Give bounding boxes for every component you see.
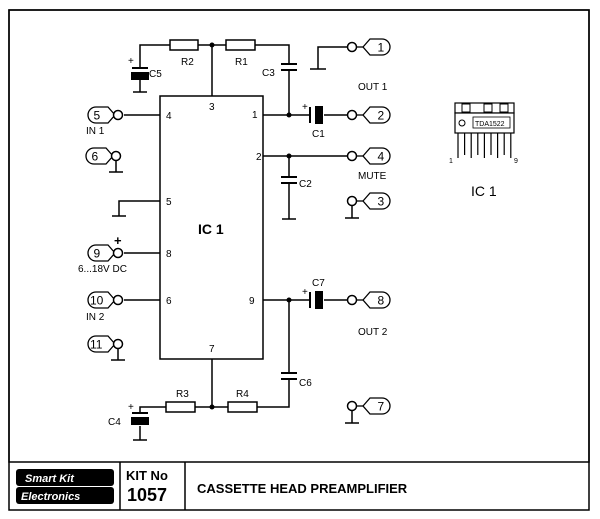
schematic-title: CASSETTE HEAD PREAMPLIFIER bbox=[197, 481, 408, 496]
capacitor-c2 bbox=[281, 176, 297, 190]
supply-plus: + bbox=[114, 233, 122, 248]
kit-label: KIT No bbox=[126, 468, 168, 483]
terminal-4: 4 bbox=[346, 147, 391, 165]
terminal-number: 5 bbox=[94, 109, 101, 123]
terminal-5: 5 bbox=[87, 106, 124, 124]
resistor-r1 bbox=[225, 39, 256, 51]
terminal-3: 3 bbox=[346, 192, 391, 210]
label-c3: C3 bbox=[262, 68, 275, 79]
ic-pin-4: 4 bbox=[166, 111, 172, 122]
capacitor-c7 bbox=[309, 291, 323, 309]
package-chip-name: TDA1522 bbox=[475, 121, 505, 128]
terminal-6: 6 bbox=[85, 147, 122, 165]
title-block: Smart Kit Electronics KIT No 1057 CASSET… bbox=[16, 462, 408, 510]
ic-pin-6: 6 bbox=[166, 296, 172, 307]
label-out1: OUT 1 bbox=[358, 82, 388, 93]
wiring bbox=[109, 44, 359, 441]
ic-pin-9: 9 bbox=[249, 296, 255, 307]
ic-pin-3: 3 bbox=[209, 102, 215, 113]
terminal-number: 3 bbox=[378, 195, 385, 209]
polarity-c7: + bbox=[302, 287, 308, 298]
junctions bbox=[209, 42, 292, 410]
drawing-frame bbox=[8, 9, 590, 463]
brand-line-1: Smart Kit bbox=[25, 473, 75, 485]
ic-main-label: IC 1 bbox=[198, 221, 224, 237]
resistor-r4 bbox=[227, 401, 258, 413]
resistor-r3 bbox=[165, 401, 196, 413]
polarity-c1: + bbox=[302, 102, 308, 113]
ic-pin-7: 7 bbox=[209, 344, 215, 355]
label-r1: R1 bbox=[235, 57, 248, 68]
label-c5: C5 bbox=[149, 69, 162, 80]
terminal-8: 8 bbox=[346, 291, 391, 309]
label-c1: C1 bbox=[312, 129, 325, 140]
ic-pin-5: 5 bbox=[166, 197, 172, 208]
label-mute: MUTE bbox=[358, 171, 387, 182]
label-c2: C2 bbox=[299, 179, 312, 190]
terminal-number: 1 bbox=[378, 41, 385, 55]
terminal-number: 4 bbox=[378, 150, 385, 164]
capacitor-c6 bbox=[281, 372, 297, 386]
terminal-10: 10 bbox=[87, 291, 124, 309]
label-in2: IN 2 bbox=[86, 312, 105, 323]
label-c4: C4 bbox=[108, 417, 121, 428]
label-r3: R3 bbox=[176, 389, 189, 400]
terminal-number: 11 bbox=[90, 338, 103, 352]
capacitor-c1 bbox=[309, 106, 323, 124]
package-pin-last: 9 bbox=[514, 158, 518, 165]
terminal-9: 9 bbox=[87, 244, 124, 262]
package-pin-first: 1 bbox=[449, 158, 453, 165]
ic-package-drawing: TDA1522 1 9 IC 1 bbox=[449, 102, 518, 199]
terminal-1: 1 bbox=[346, 38, 391, 56]
terminal-number: 7 bbox=[378, 400, 385, 414]
polarity-c5: + bbox=[128, 56, 134, 67]
terminal-number: 10 bbox=[90, 294, 104, 308]
terminal-number: 8 bbox=[378, 294, 385, 308]
label-r4: R4 bbox=[236, 389, 249, 400]
brand-line-2: Electronics bbox=[21, 491, 80, 503]
terminal-number: 9 bbox=[94, 247, 101, 261]
ic-pin-2: 2 bbox=[256, 152, 262, 163]
kit-number: 1057 bbox=[127, 485, 167, 505]
ic-pin-8: 8 bbox=[166, 249, 172, 260]
polarity-c4: + bbox=[128, 402, 134, 413]
terminal-7: 7 bbox=[346, 397, 391, 415]
brand-logo: Smart Kit Electronics bbox=[16, 469, 114, 504]
capacitor-c3 bbox=[281, 63, 297, 77]
resistor-r2 bbox=[169, 39, 199, 51]
label-r2: R2 bbox=[181, 57, 194, 68]
capacitor-c4 bbox=[131, 412, 149, 425]
label-c6: C6 bbox=[299, 378, 312, 389]
terminal-11: 11 bbox=[87, 335, 124, 353]
label-in1: IN 1 bbox=[86, 126, 105, 137]
terminal-number: 2 bbox=[378, 109, 385, 123]
ic-pin-1: 1 bbox=[252, 110, 258, 121]
label-out2: OUT 2 bbox=[358, 327, 388, 338]
capacitor-c5 bbox=[131, 67, 149, 80]
label-c7: C7 bbox=[312, 278, 325, 289]
terminals: 1 2 3 4 5 6 7 8 9 10 11 bbox=[85, 38, 391, 415]
terminal-number: 6 bbox=[92, 150, 99, 164]
label-supply: 6...18V DC bbox=[78, 264, 127, 275]
package-caption: IC 1 bbox=[471, 183, 497, 199]
terminal-2: 2 bbox=[346, 106, 391, 124]
